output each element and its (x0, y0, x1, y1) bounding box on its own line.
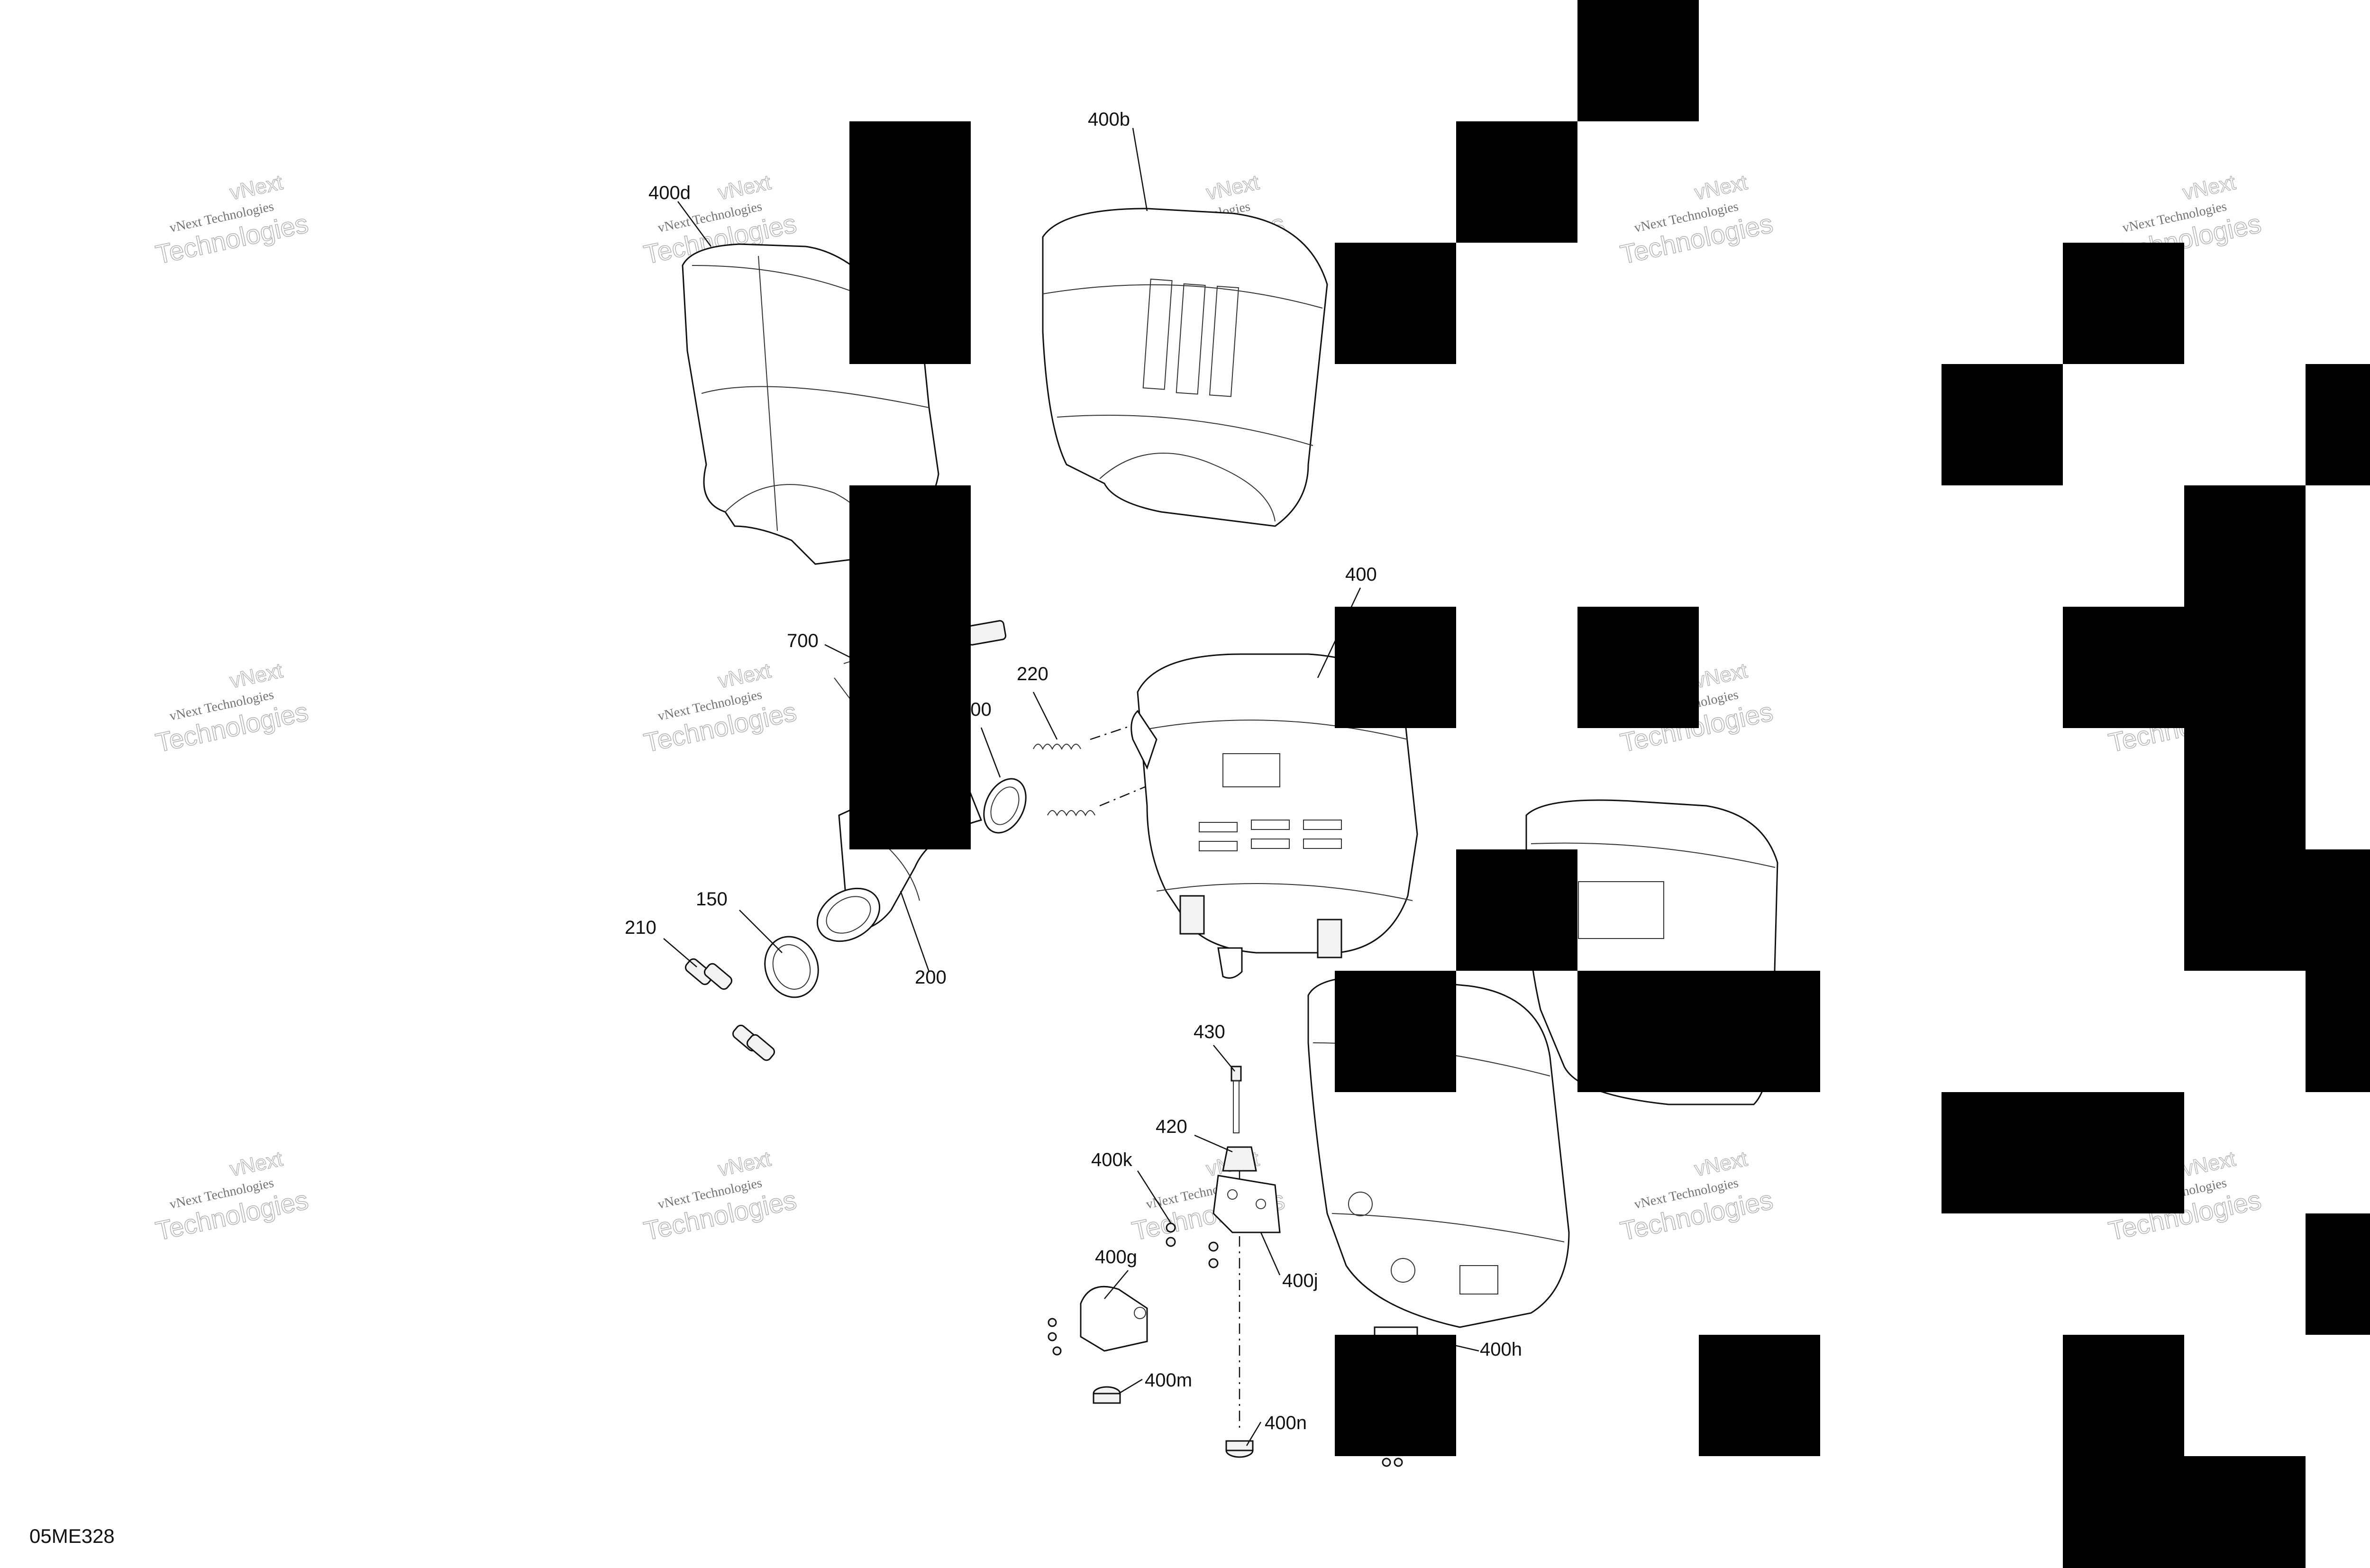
callout-420: 420 (1156, 1116, 1187, 1137)
callout-220: 220 (1017, 664, 1048, 684)
svg-text:vNext: vNext (228, 659, 285, 693)
watermark: vNext vNext Technologies Technologies (1617, 1147, 1776, 1247)
watermark: vNext vNext Technologies Technologies (153, 171, 311, 270)
callout-700: 700 (787, 630, 819, 651)
part-420-grommet (1222, 1146, 1257, 1431)
part-400k-bracket (1166, 1175, 1281, 1268)
svg-text:vNext: vNext (1693, 171, 1750, 204)
part-430-bolt (1231, 1066, 1242, 1133)
watermark: vNext vNext Technologies Technologies (641, 171, 799, 270)
callout-400m: 400m (1145, 1370, 1192, 1391)
part-150-clamp (764, 936, 819, 998)
part-400-muffler (1130, 653, 1418, 979)
part-220-springs (1033, 724, 1157, 817)
svg-text:vNext: vNext (716, 1147, 773, 1181)
svg-text:vNext: vNext (2181, 171, 2238, 204)
part-400b-heat-shield (1042, 208, 1328, 527)
callout-400: 400 (1345, 564, 1377, 585)
redaction-blocks (849, 0, 2370, 1568)
svg-text:vNext: vNext (2181, 1147, 2238, 1181)
part-400g-bracket (1048, 1285, 1148, 1356)
watermark: vNext vNext Technologies Technologies (641, 1147, 799, 1247)
svg-text:vNext: vNext (716, 171, 773, 204)
part-400m-foot (1093, 1386, 1121, 1404)
callout-400h: 400h (1480, 1339, 1522, 1360)
callout-210: 210 (625, 917, 656, 938)
svg-text:vNext: vNext (1693, 659, 1750, 693)
callout-labels: 400b 400d 400 700 220 400 150 210 200 43… (625, 109, 1522, 1433)
watermark: vNext vNext Technologies Technologies (1617, 171, 1776, 270)
callout-400n: 400n (1265, 1413, 1307, 1433)
part-210-springs (684, 958, 775, 1061)
callout-430: 430 (1194, 1021, 1225, 1042)
part-400-gasket (983, 778, 1027, 834)
part-400n-foot (1225, 1440, 1254, 1458)
svg-text:vNext: vNext (228, 1147, 285, 1181)
watermark: vNext vNext Technologies Technologies (641, 659, 799, 758)
svg-text:vNext: vNext (1204, 171, 1261, 204)
callout-150: 150 (696, 889, 728, 910)
diagram-code: 05ME328 (29, 1525, 115, 1547)
svg-text:vNext: vNext (228, 171, 285, 204)
svg-text:vNext: vNext (1693, 1147, 1750, 1181)
watermark: vNext vNext Technologies Technologies (153, 659, 311, 758)
callout-400j: 400j (1282, 1270, 1318, 1291)
callout-400g: 400g (1095, 1247, 1137, 1267)
callout-400k: 400k (1091, 1149, 1133, 1170)
callout-400d: 400d (648, 182, 691, 203)
svg-text:vNext: vNext (716, 659, 773, 693)
callout-200: 200 (915, 967, 947, 988)
callout-400b: 400b (1088, 109, 1130, 130)
watermark: vNext vNext Technologies Technologies (153, 1147, 311, 1247)
